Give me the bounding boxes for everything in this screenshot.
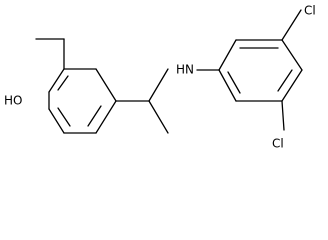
right-ring-bond bbox=[218, 69, 237, 102]
left-ring-bond bbox=[95, 100, 117, 134]
right-ring-bond bbox=[218, 39, 237, 71]
left-ring-bond bbox=[95, 68, 117, 102]
chloro-label-top: Cl bbox=[304, 4, 316, 18]
chloro-bond-bottom bbox=[281, 100, 285, 131]
label-layer: HO HN Cl Cl bbox=[4, 4, 316, 151]
left-ring-bond bbox=[48, 108, 65, 134]
chloro-bond-top bbox=[281, 9, 302, 41]
side-chain-bond bbox=[148, 68, 169, 102]
left-ring-double-bond bbox=[87, 105, 102, 127]
left-ring-bond bbox=[48, 68, 65, 93]
right-ring-bond bbox=[281, 39, 303, 71]
right-ring-double-bond bbox=[277, 69, 293, 92]
left-ring-double-bond bbox=[57, 75, 69, 91]
amine-label: HN bbox=[176, 63, 194, 77]
bond-layer bbox=[35, 9, 303, 134]
left-ring-double-bond bbox=[57, 107, 71, 127]
chemical-structure-diagram: HO HN Cl Cl bbox=[4, 4, 316, 151]
right-ring-bond bbox=[281, 69, 303, 102]
side-chain-bond bbox=[148, 100, 169, 134]
hydroxyl-label: HO bbox=[4, 94, 22, 108]
right-ring-double-bond bbox=[227, 71, 241, 94]
chloro-label-bottom: Cl bbox=[272, 137, 284, 151]
